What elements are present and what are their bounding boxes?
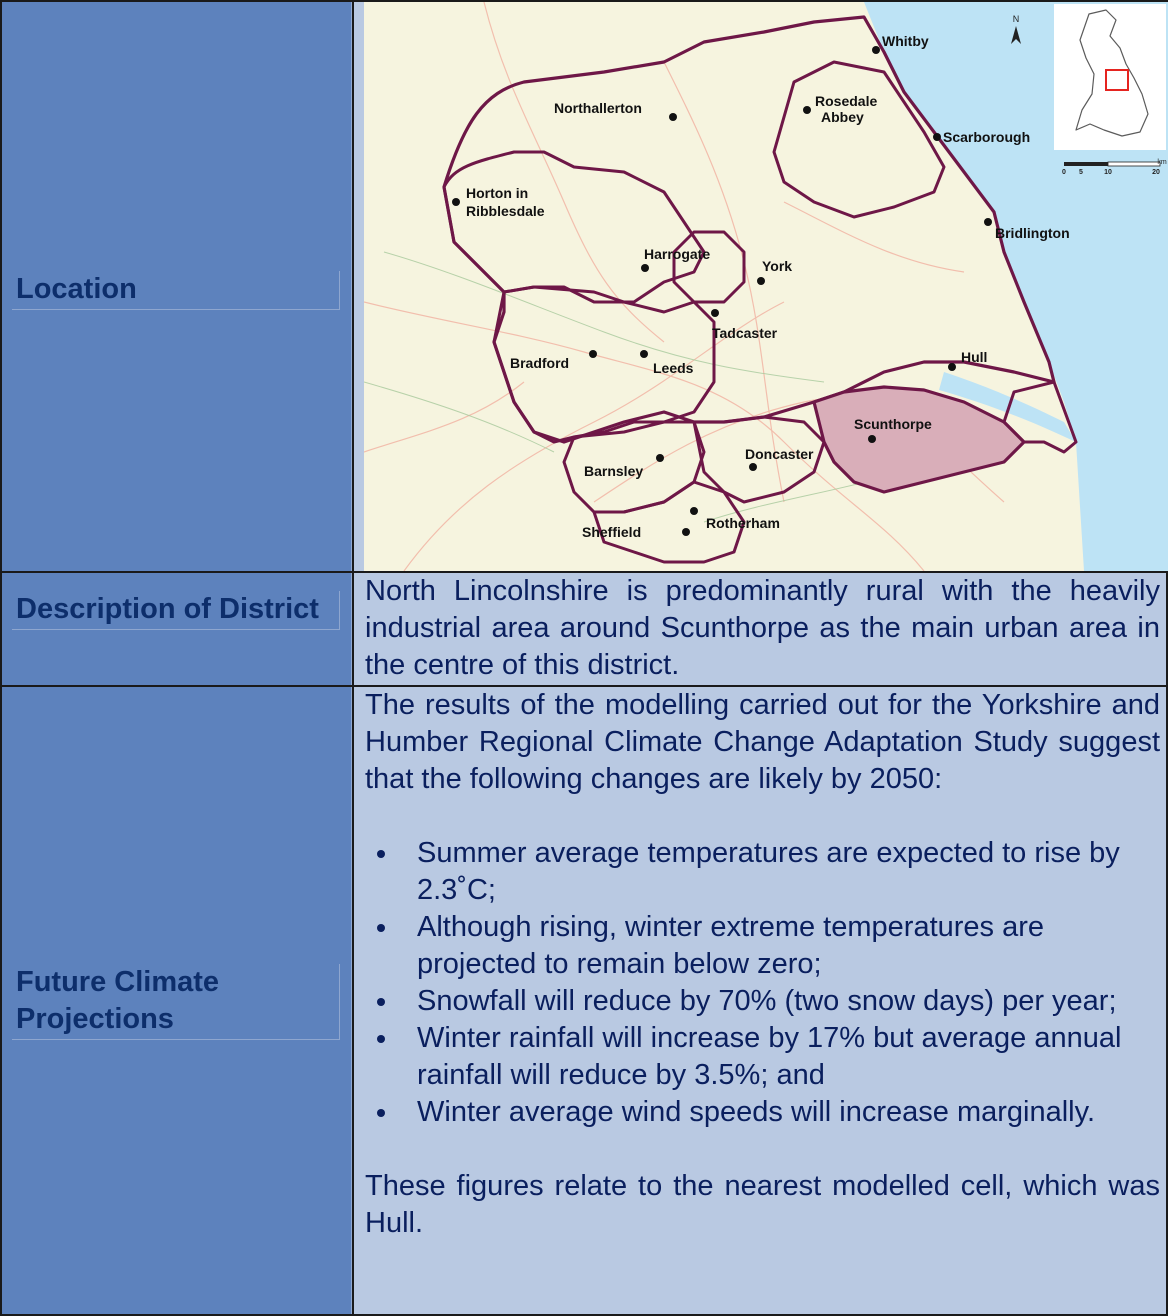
town-dot-tadcaster bbox=[711, 309, 719, 317]
place-horton-in: Horton in bbox=[466, 185, 528, 201]
place-scunthorpe: Scunthorpe bbox=[854, 416, 932, 432]
boundary-region-north bbox=[442, 15, 1056, 444]
place-northallerton: Northallerton bbox=[554, 100, 642, 116]
map-cell: N 0 5 10 20 km Whitby Northallerton bbox=[352, 0, 1168, 573]
place-bridlington: Bridlington bbox=[995, 225, 1070, 241]
map-roads bbox=[364, 2, 1005, 571]
boundary-holderness bbox=[1002, 380, 1078, 454]
town-dot-york bbox=[757, 277, 765, 285]
place-rosedale: Rosedale bbox=[815, 93, 877, 109]
town-dot-hull bbox=[948, 363, 956, 371]
scale-bar: 0 5 10 20 km bbox=[1062, 159, 1167, 176]
projection-item: Summer average temperatures are expected… bbox=[365, 835, 1160, 909]
place-ribblesdale: Ribblesdale bbox=[466, 203, 545, 219]
projection-item: Winter rainfall will increase by 17% but… bbox=[365, 1020, 1160, 1094]
projection-item: Winter average wind speeds will increase… bbox=[365, 1094, 1160, 1131]
scale-tick-5: 5 bbox=[1079, 169, 1083, 176]
town-dot-rosedale bbox=[803, 106, 811, 114]
town-dot-scunthorpe bbox=[868, 435, 876, 443]
scale-tick-0: 0 bbox=[1062, 169, 1066, 176]
place-tadcaster: Tadcaster bbox=[712, 325, 778, 341]
projections-row: Future Climate Projections The results o… bbox=[0, 685, 1168, 1316]
place-leeds: Leeds bbox=[653, 360, 694, 376]
town-dot-sheffield bbox=[682, 528, 690, 536]
projection-item: Although rising, winter extreme temperat… bbox=[365, 909, 1160, 983]
boundary-doncaster bbox=[692, 415, 826, 504]
location-label-cell: Location bbox=[0, 0, 354, 573]
place-bradford: Bradford bbox=[510, 355, 569, 371]
projections-list: Summer average temperatures are expected… bbox=[365, 835, 1160, 1131]
town-dot-doncaster bbox=[749, 463, 757, 471]
projections-footer: These figures relate to the nearest mode… bbox=[365, 1170, 1160, 1239]
town-dot-northallerton bbox=[669, 113, 677, 121]
place-barnsley: Barnsley bbox=[584, 463, 643, 479]
north-arrow-label: N bbox=[1013, 14, 1020, 24]
place-sheffield: Sheffield bbox=[582, 524, 641, 540]
place-harrogate: Harrogate bbox=[644, 246, 710, 262]
scale-unit: km bbox=[1157, 159, 1167, 166]
town-dot-bridlington bbox=[984, 218, 992, 226]
location-label: Location bbox=[12, 271, 340, 310]
town-dot-rotherham bbox=[690, 507, 698, 515]
town-dot-scarborough bbox=[933, 133, 941, 141]
inset-britain-outline bbox=[1075, 9, 1149, 137]
description-row: Description of District North Lincolnshi… bbox=[0, 571, 1168, 687]
projections-label-cell: Future Climate Projections bbox=[0, 685, 354, 1316]
town-dot-barnsley bbox=[656, 454, 664, 462]
place-whitby: Whitby bbox=[882, 33, 929, 49]
description-cell: North Lincolnshire is predominantly rura… bbox=[352, 571, 1168, 687]
paragraph-gap bbox=[365, 798, 1160, 835]
town-dot-horton bbox=[452, 198, 460, 206]
north-lincolnshire-area bbox=[812, 385, 1026, 494]
district-map: N 0 5 10 20 km Whitby Northallerton bbox=[364, 2, 1168, 571]
town-dot-harrogate bbox=[641, 264, 649, 272]
description-label-cell: Description of District bbox=[0, 571, 354, 687]
place-abbey: Abbey bbox=[821, 109, 864, 125]
place-markers: Whitby Northallerton Rosedale Abbey Scar… bbox=[452, 33, 1070, 540]
place-rotherham: Rotherham bbox=[706, 515, 780, 531]
place-hull: Hull bbox=[961, 349, 987, 365]
projections-cell: The results of the modelling carried out… bbox=[352, 685, 1168, 1316]
boundary-sheffield-rotherham bbox=[592, 480, 746, 564]
description-label: Description of District bbox=[12, 591, 340, 630]
projections-intro: The results of the modelling carried out… bbox=[365, 689, 1160, 795]
north-arrow: N bbox=[1011, 14, 1021, 44]
description-text: North Lincolnshire is predominantly rura… bbox=[365, 575, 1160, 681]
inset-highlight-box bbox=[1105, 69, 1129, 91]
projection-item: Snowfall will reduce by 70% (two snow da… bbox=[365, 983, 1160, 1020]
scale-tick-10: 10 bbox=[1104, 169, 1112, 176]
place-scarborough: Scarborough bbox=[943, 129, 1030, 145]
projections-label: Future Climate Projections bbox=[12, 964, 340, 1040]
place-doncaster: Doncaster bbox=[745, 446, 814, 462]
paragraph-gap bbox=[365, 1131, 1160, 1168]
scale-tick-20: 20 bbox=[1152, 169, 1160, 176]
place-york: York bbox=[762, 258, 792, 274]
north-arrow-icon bbox=[1011, 26, 1021, 44]
town-dot-bradford bbox=[589, 350, 597, 358]
boundary-york bbox=[672, 230, 746, 304]
town-dot-whitby bbox=[872, 46, 880, 54]
town-dot-leeds bbox=[640, 350, 648, 358]
boundary-scarborough bbox=[772, 60, 946, 219]
boundary-craven bbox=[442, 150, 706, 304]
location-row: Location bbox=[0, 0, 1168, 573]
